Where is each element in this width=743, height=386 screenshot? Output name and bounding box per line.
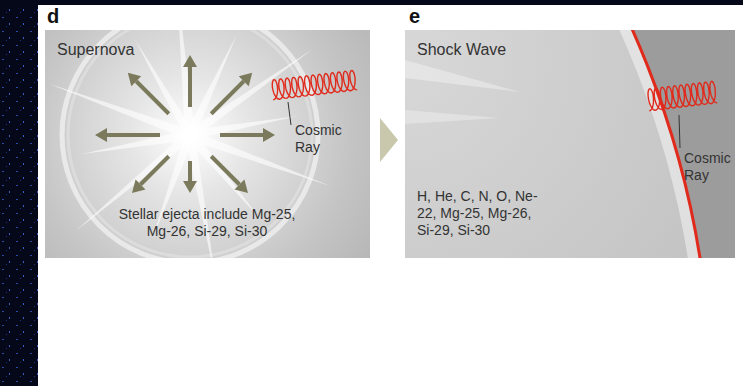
cosmic-ray-label: Cosmic Ray (295, 122, 355, 156)
leader-line (679, 115, 680, 148)
panel-note: Stellar ejecta include Mg-25, Mg-26, Si-… (107, 206, 307, 240)
panel-letter: d (47, 4, 59, 28)
panel-letter: e (409, 4, 420, 28)
shock-wave-panel: eShock WaveH, He, C, N, O, Ne-22, Mg-25,… (405, 30, 735, 258)
space-strip (0, 0, 38, 386)
panel-note: H, He, C, N, O, Ne-22, Mg-25, Mg-26, Si-… (417, 188, 552, 238)
panel-title: Supernova (57, 40, 134, 59)
supernova-panel (45, 30, 370, 258)
cosmic-ray-coil (272, 71, 357, 100)
panel-title: Shock Wave (417, 40, 506, 59)
cosmic-ray-label: Cosmic Ray (684, 150, 732, 184)
space-strip (0, 0, 743, 5)
step-arrow (380, 118, 398, 162)
cosmic-ray-coil (648, 81, 717, 111)
supernova-panel: dSupernovaStellar ejecta include Mg-25, … (45, 30, 370, 258)
leader-line (288, 102, 291, 125)
shock-panel (405, 30, 735, 258)
